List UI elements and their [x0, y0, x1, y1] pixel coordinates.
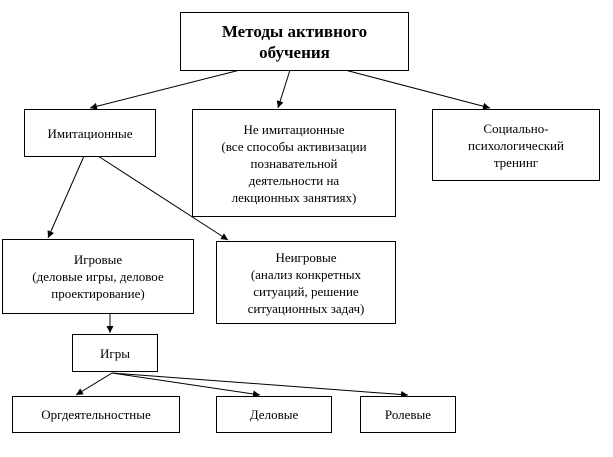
- node-non-game: Неигровые (анализ конкретных ситуаций, р…: [216, 241, 396, 324]
- edge-games-to-role: [111, 372, 409, 398]
- node-game: Игровые (деловые игры, деловое проектиро…: [2, 239, 194, 314]
- edge-imitational-to-game: [47, 155, 85, 239]
- node-root: Методы активного обучения: [180, 12, 409, 71]
- edge-imitational-to-non-game: [97, 155, 229, 241]
- node-games: Игры: [72, 334, 158, 372]
- node-role: Ролевые: [360, 396, 456, 433]
- node-non-imitational: Не имитационные (все способы активизации…: [192, 109, 396, 217]
- node-org: Оргдеятельностные: [12, 396, 180, 433]
- node-imitational: Имитационные: [24, 109, 156, 157]
- edge-root-to-socio: [344, 69, 491, 110]
- edge-root-to-non-imitational: [276, 69, 291, 109]
- edge-root-to-imitational: [89, 69, 241, 110]
- node-business: Деловые: [216, 396, 332, 433]
- edge-games-to-org: [75, 372, 113, 396]
- node-socio: Социально- психологический тренинг: [432, 109, 600, 181]
- edge-games-to-business: [111, 372, 261, 398]
